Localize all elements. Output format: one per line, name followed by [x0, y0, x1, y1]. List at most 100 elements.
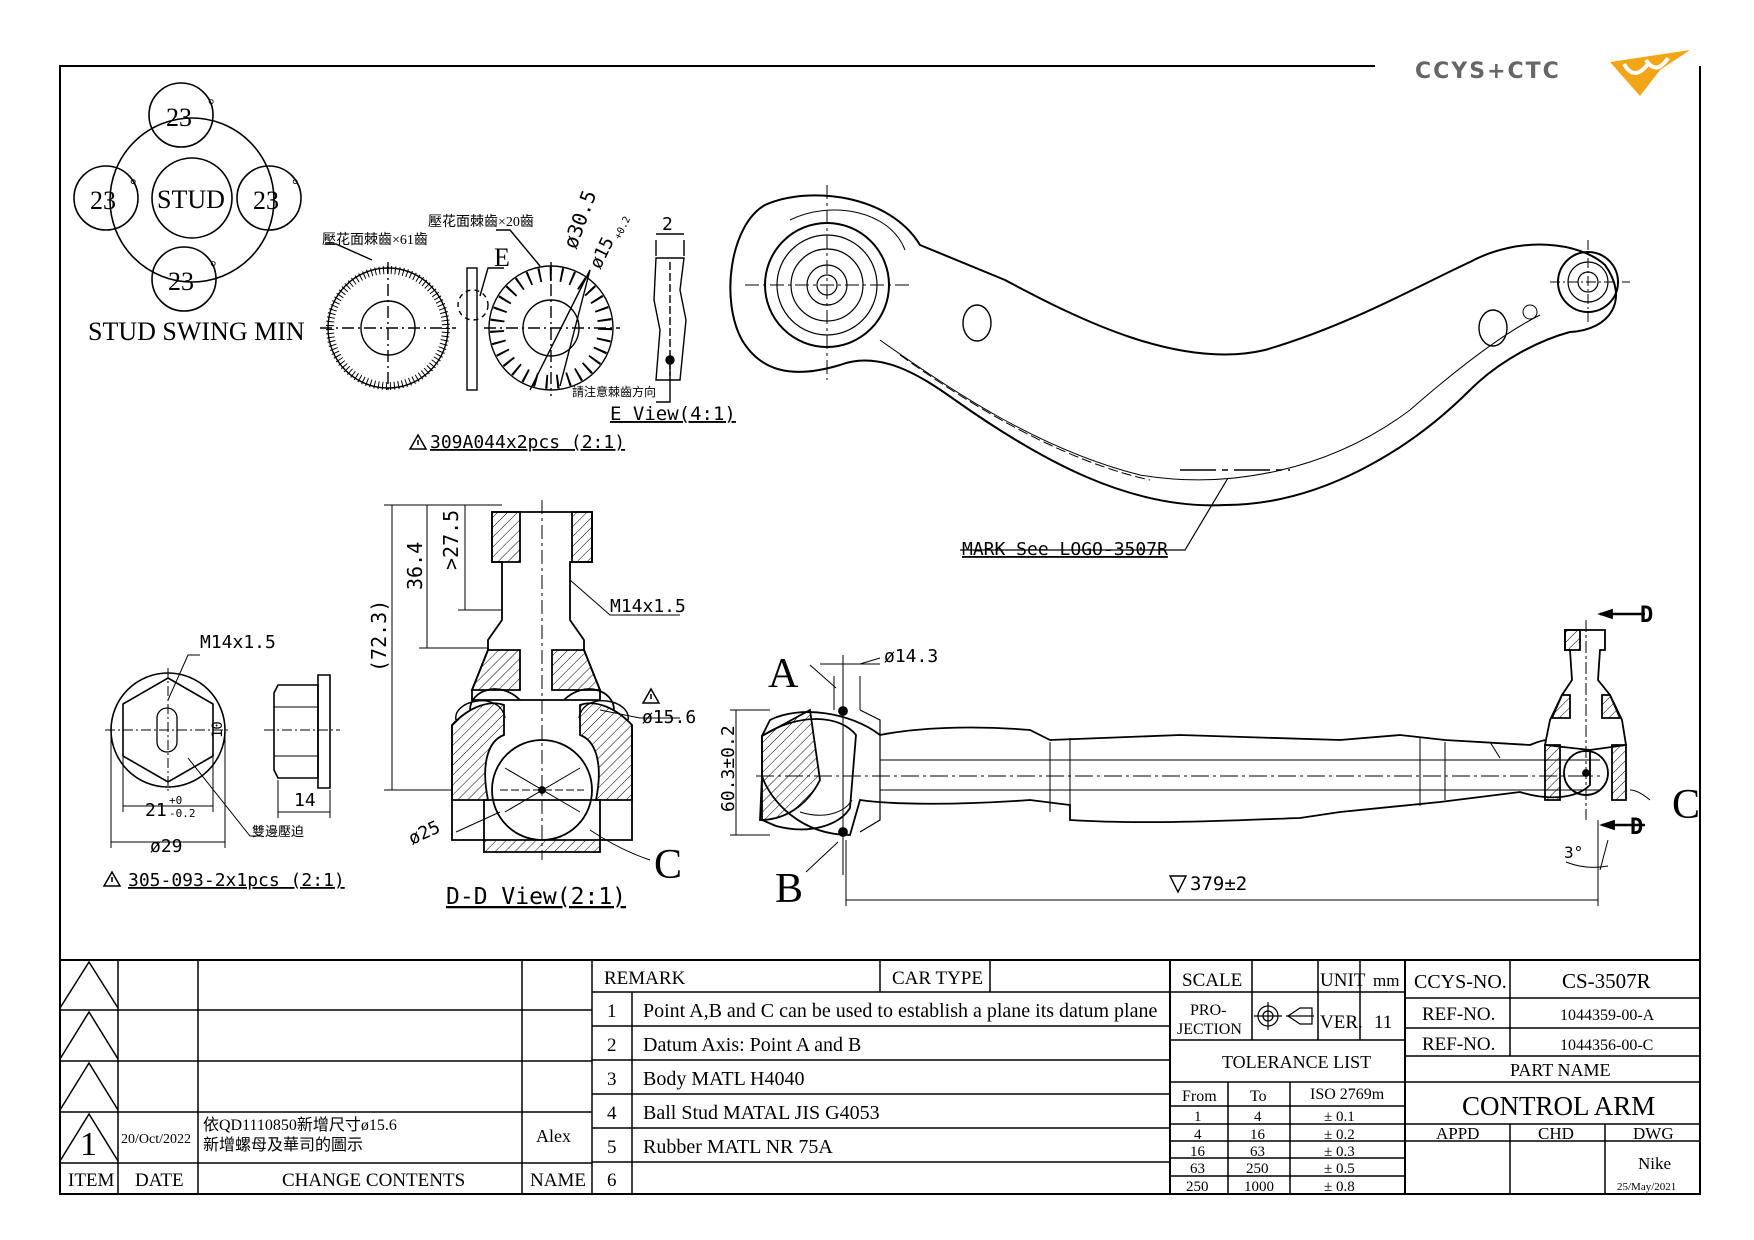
ref-no-label-2: REF-NO. [1422, 1034, 1495, 1055]
tol-to-5: 1000 [1244, 1179, 1274, 1195]
stud-swing-diagram [73, 82, 302, 312]
swing-title: STUD SWING MIN [88, 317, 305, 346]
tol-from-4: 63 [1190, 1161, 1205, 1177]
scale-label: SCALE [1182, 970, 1242, 991]
washer-inner-dia: ø15 [586, 234, 619, 272]
dd-view-label: D-D View(2:1) [446, 884, 626, 910]
swing-degree-bottom: ° [210, 259, 216, 276]
nut-part-label: 305-093-2x1pcs (2:1) [128, 870, 345, 891]
swing-degree-top: ° [208, 97, 214, 114]
remark-text-4: Ball Stud MATAL JIS G4053 [643, 1102, 880, 1124]
projection-label-2: JECTION [1177, 1021, 1242, 1038]
logo-text: CCYS+CTC [1415, 59, 1561, 84]
side-letter-b: B [775, 866, 803, 912]
appd-label: APPD [1436, 1124, 1479, 1143]
rev-row-4-contents-1: 依QD1110850新增尺寸ø15.6 [203, 1116, 397, 1134]
rev-row-4-contents-2: 新增螺母及華司的圖示 [203, 1136, 363, 1154]
side-dia-dim: ø14.3 [884, 646, 938, 667]
remark-no-1: 1 [607, 1001, 617, 1022]
swing-bottom-value: 23 [168, 267, 194, 296]
washer-part-label: 309A044x2pcs (2:1) [430, 432, 625, 453]
tol-to-1: 4 [1254, 1109, 1262, 1125]
remark-text-3: Body MATL H4040 [643, 1068, 804, 1090]
sheet-border [59, 65, 1701, 1195]
tol-val-5: ± 0.8 [1324, 1179, 1355, 1195]
washer-letter-e: E [494, 243, 510, 272]
projection-label-1: PRO- [1190, 1002, 1226, 1019]
ref-no-value-2: 1044356-00-C [1560, 1037, 1653, 1054]
dd-length-27: >27.5 [439, 510, 463, 570]
projection-symbol-icon [1254, 1002, 1314, 1030]
car-type-label: CAR TYPE [892, 968, 983, 989]
nut-flat-dim: 10 [210, 721, 226, 738]
warning-icon [408, 433, 428, 450]
e-view-label: E View(4:1) [610, 403, 736, 425]
dd-warning-icon [641, 687, 661, 704]
tol-val-3: ± 0.3 [1324, 1144, 1355, 1160]
part-name-value: CONTROL ARM [1462, 1091, 1655, 1121]
nut-warning-icon [102, 870, 122, 887]
nut-width-tol-dn: -0.2 [169, 807, 196, 820]
side-angle-dim: 3° [1564, 843, 1583, 862]
side-letter-c: C [1672, 782, 1700, 828]
rev-row-4-name: Alex [536, 1126, 571, 1146]
ref-no-label-1: REF-NO. [1422, 1004, 1495, 1025]
version-label: VER. [1320, 1012, 1363, 1033]
dd-ball-dia: ø25 [405, 817, 443, 850]
dd-length-72: (72.3) [367, 600, 391, 672]
remark-text-2: Datum Axis: Point A and B [643, 1034, 861, 1056]
remark-no-4: 4 [607, 1103, 617, 1124]
rev-header-date: DATE [135, 1170, 184, 1191]
chd-label: CHD [1538, 1124, 1574, 1143]
unit-label: UNIT [1320, 970, 1366, 991]
tol-to-2: 16 [1250, 1127, 1266, 1143]
washer-note: 請注意棘齒方向 [572, 384, 656, 399]
dd-section-view [384, 500, 680, 861]
tol-header-std: ISO 2769m [1310, 1086, 1385, 1103]
remark-text-5: Rubber MATL NR 75A [643, 1136, 833, 1158]
remark-no-5: 5 [607, 1137, 617, 1158]
side-length-dim: 379±2 [1190, 873, 1247, 895]
tol-to-3: 63 [1250, 1144, 1265, 1160]
nut-height-dim: 14 [294, 790, 316, 811]
nut-crimp-label: 雙邊壓迫 [252, 825, 304, 840]
tol-from-2: 4 [1194, 1127, 1202, 1143]
company-logo: CCYS+CTC [1415, 50, 1690, 96]
side-letter-d-top: D [1640, 603, 1653, 628]
tol-val-1: ± 0.1 [1324, 1109, 1355, 1125]
logo-mark-icon [1610, 50, 1690, 96]
swing-right-value: 23 [253, 186, 279, 215]
dd-length-36: 36.4 [403, 542, 427, 590]
rev-header-item: ITEM [68, 1170, 115, 1191]
nut-width-dim: 21 [145, 800, 167, 821]
washer-teeth-20-label: 壓花面棘齒×20齒 [428, 214, 534, 230]
swing-degree-left: ° [130, 177, 136, 194]
remark-no-6: 6 [607, 1170, 617, 1191]
washer-views [320, 229, 687, 403]
tol-header-from: From [1182, 1088, 1217, 1105]
side-height-dim: 60.3±0.2 [718, 725, 739, 812]
ccys-no-value: CS-3507R [1562, 969, 1651, 993]
rev-row-4-date: 20/Oct/2022 [121, 1132, 191, 1147]
swing-left-value: 23 [90, 186, 116, 215]
unit-value: mm [1373, 971, 1399, 990]
tolerance-title: TOLERANCE LIST [1222, 1052, 1371, 1072]
dd-letter-c: C [654, 842, 682, 888]
title-block-grid [59, 959, 1700, 1194]
dwg-label: DWG [1633, 1124, 1674, 1143]
washer-teeth-61-label: 壓花面棘齒×61齒 [322, 232, 428, 248]
rev-header-contents: CHANGE CONTENTS [282, 1170, 465, 1191]
tol-from-1: 1 [1194, 1109, 1202, 1125]
version-value: 11 [1374, 1012, 1392, 1033]
drawing-date: 25/May/2021 [1617, 1181, 1676, 1193]
swing-center-label: STUD [157, 185, 225, 214]
mark-logo-label: MARK See LOGO-3507R [962, 539, 1168, 560]
dd-thread-label: M14x1.5 [610, 596, 686, 617]
part-name-label: PART NAME [1510, 1060, 1610, 1080]
remark-no-2: 2 [607, 1035, 617, 1056]
swing-top-value: 23 [166, 103, 192, 132]
tol-from-5: 250 [1186, 1179, 1209, 1195]
control-arm-side-view [730, 608, 1651, 906]
tol-val-4: ± 0.5 [1324, 1161, 1355, 1177]
